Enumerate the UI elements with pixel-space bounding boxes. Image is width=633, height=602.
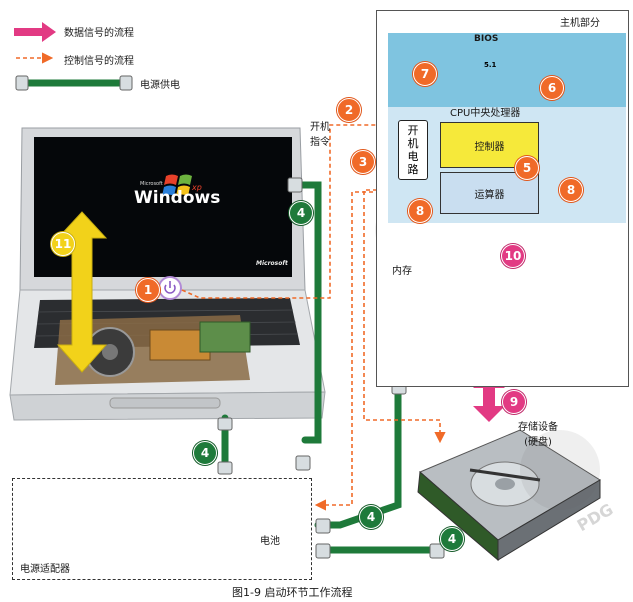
step-badge-7: 7 <box>413 62 437 86</box>
memory-label: 内存 <box>392 266 412 277</box>
step-badge-1: 1 <box>136 278 160 302</box>
boot-circuit-char: 机 <box>407 137 419 150</box>
legend-power-label: 电源供电 <box>140 80 180 91</box>
battery-label: 电池 <box>260 536 280 547</box>
step-badge-8: 8 <box>408 199 432 223</box>
storage-label: 存储设备 (硬盘) <box>518 418 558 448</box>
cpu-label: CPU中央处理器 <box>450 108 521 119</box>
windows-xp-mark: xp <box>192 183 202 192</box>
windows-wordmark: Windows <box>134 188 221 208</box>
adapter-label: 电源适配器 <box>20 564 70 575</box>
step-badge-2: 2 <box>337 98 361 122</box>
storage-line: 存储设备 <box>518 422 558 433</box>
step-badge-3: 3 <box>351 150 375 174</box>
boot-circuit-box: 开 机 电 路 <box>398 120 428 180</box>
windows-brand-small: Microsoft <box>140 181 163 187</box>
boot-circuit-char: 路 <box>407 163 419 176</box>
step-badge-4: 4 <box>440 527 464 551</box>
windows-flag-icon <box>162 174 192 196</box>
alu-label: 运算器 <box>474 189 505 201</box>
step-badge-11: 11 <box>51 232 75 256</box>
legend-data-flow-label: 数据信号的流程 <box>64 28 134 39</box>
hard-drive-illustration <box>417 429 601 562</box>
bios-chip-mark: 5.1 <box>484 61 497 69</box>
step-badge-10: 10 <box>501 244 525 268</box>
main-unit-label: 主机部分 <box>560 18 600 29</box>
boot-command-label: 开机 指令 <box>310 118 330 148</box>
laptop-illustration <box>9 127 326 421</box>
step-badge-4: 4 <box>359 505 383 529</box>
boot-circuit-char: 开 <box>407 124 419 137</box>
boot-circuit-char: 电 <box>407 150 419 163</box>
step-badge-4: 4 <box>193 441 217 465</box>
step-badge-8: 8 <box>559 178 583 202</box>
step-badge-4: 4 <box>289 201 313 225</box>
microsoft-small-logo: Microsoft <box>256 260 288 267</box>
step-badge-5: 5 <box>515 156 539 180</box>
storage-line: (硬盘) <box>524 437 552 448</box>
controller-label: 控制器 <box>474 141 505 153</box>
power-source-box <box>12 478 312 580</box>
bios-label: BIOS <box>474 34 499 44</box>
legend-control-flow-label: 控制信号的流程 <box>64 56 134 67</box>
cable-connectors <box>217 177 445 559</box>
step-badge-6: 6 <box>540 76 564 100</box>
boot-command-line: 开机 <box>310 122 330 133</box>
figure-caption: 图1-9 启动环节工作流程 <box>232 586 353 599</box>
legend-graphics <box>14 22 133 91</box>
boot-command-line: 指令 <box>310 137 330 148</box>
step-badge-9: 9 <box>502 390 526 414</box>
